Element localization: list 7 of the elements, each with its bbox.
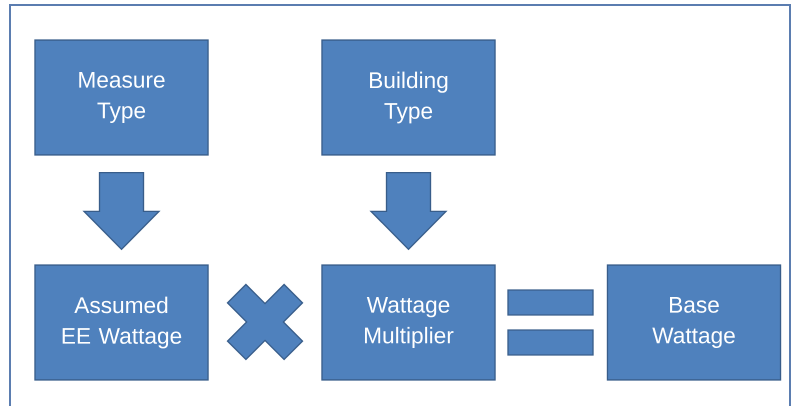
process-box: Assumed EE Wattage (34, 264, 209, 381)
block-arrow (369, 172, 448, 250)
process-box: Wattage Multiplier (321, 264, 496, 381)
block-arrow (82, 172, 161, 250)
process-box: Base Wattage (606, 264, 782, 381)
process-box: Building Type (321, 39, 496, 156)
process-box: Measure Type (34, 39, 209, 156)
